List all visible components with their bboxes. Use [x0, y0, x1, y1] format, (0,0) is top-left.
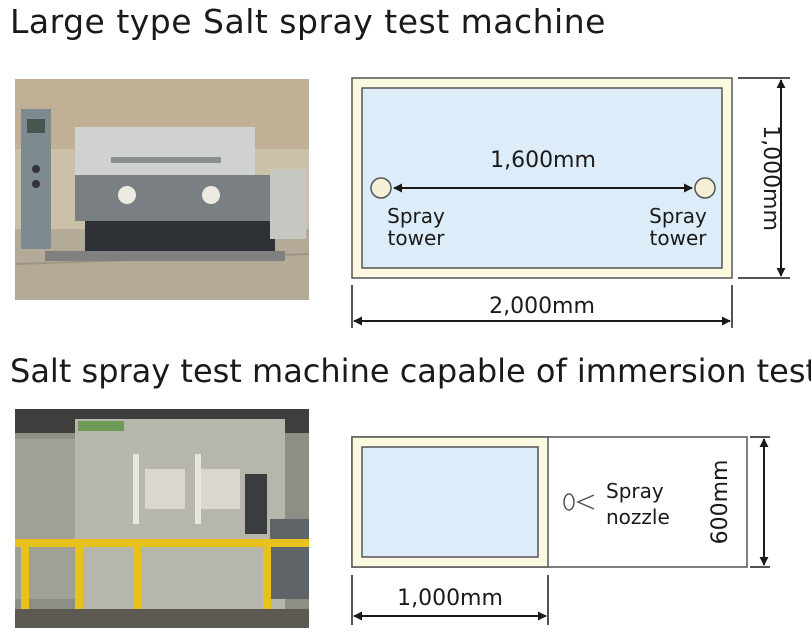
large-width-dimension-label: 2,000mm	[489, 294, 595, 319]
immersion-chamber-diagram: Spray nozzle 1,000mm 600mm	[351, 436, 770, 625]
immersion-machine-title: Salt spray test machine capable of immer…	[10, 352, 811, 390]
right-tower-label-line2: tower	[650, 226, 708, 250]
large-height-dimension-label: 1,000mm	[758, 125, 783, 231]
spacing-dimension-label: 1,600mm	[490, 148, 596, 173]
large-machine-photo	[15, 79, 309, 300]
left-spray-tower-icon	[370, 177, 392, 199]
immersion-height-dimension-label: 600mm	[708, 460, 733, 545]
immersion-inner-tank	[361, 446, 539, 558]
spray-nozzle-label-line2: nozzle	[606, 505, 670, 529]
immersion-width-dimension-label: 1,000mm	[397, 586, 503, 611]
immersion-machine-photo	[15, 409, 309, 628]
left-tower-label-line1: Spray	[387, 204, 445, 228]
spray-nozzle-label-line1: Spray	[606, 479, 664, 503]
large-machine-title: Large type Salt spray test machine	[10, 2, 606, 41]
large-inner-chamber	[361, 87, 723, 269]
large-chamber-diagram: 1,600mm Spray tower Spray tower 2,000mm …	[351, 77, 790, 328]
left-tower-label-line2: tower	[388, 226, 446, 250]
right-spray-tower-icon	[694, 177, 716, 199]
right-tower-label-line1: Spray	[649, 204, 707, 228]
spray-nozzle-icon	[563, 493, 595, 511]
